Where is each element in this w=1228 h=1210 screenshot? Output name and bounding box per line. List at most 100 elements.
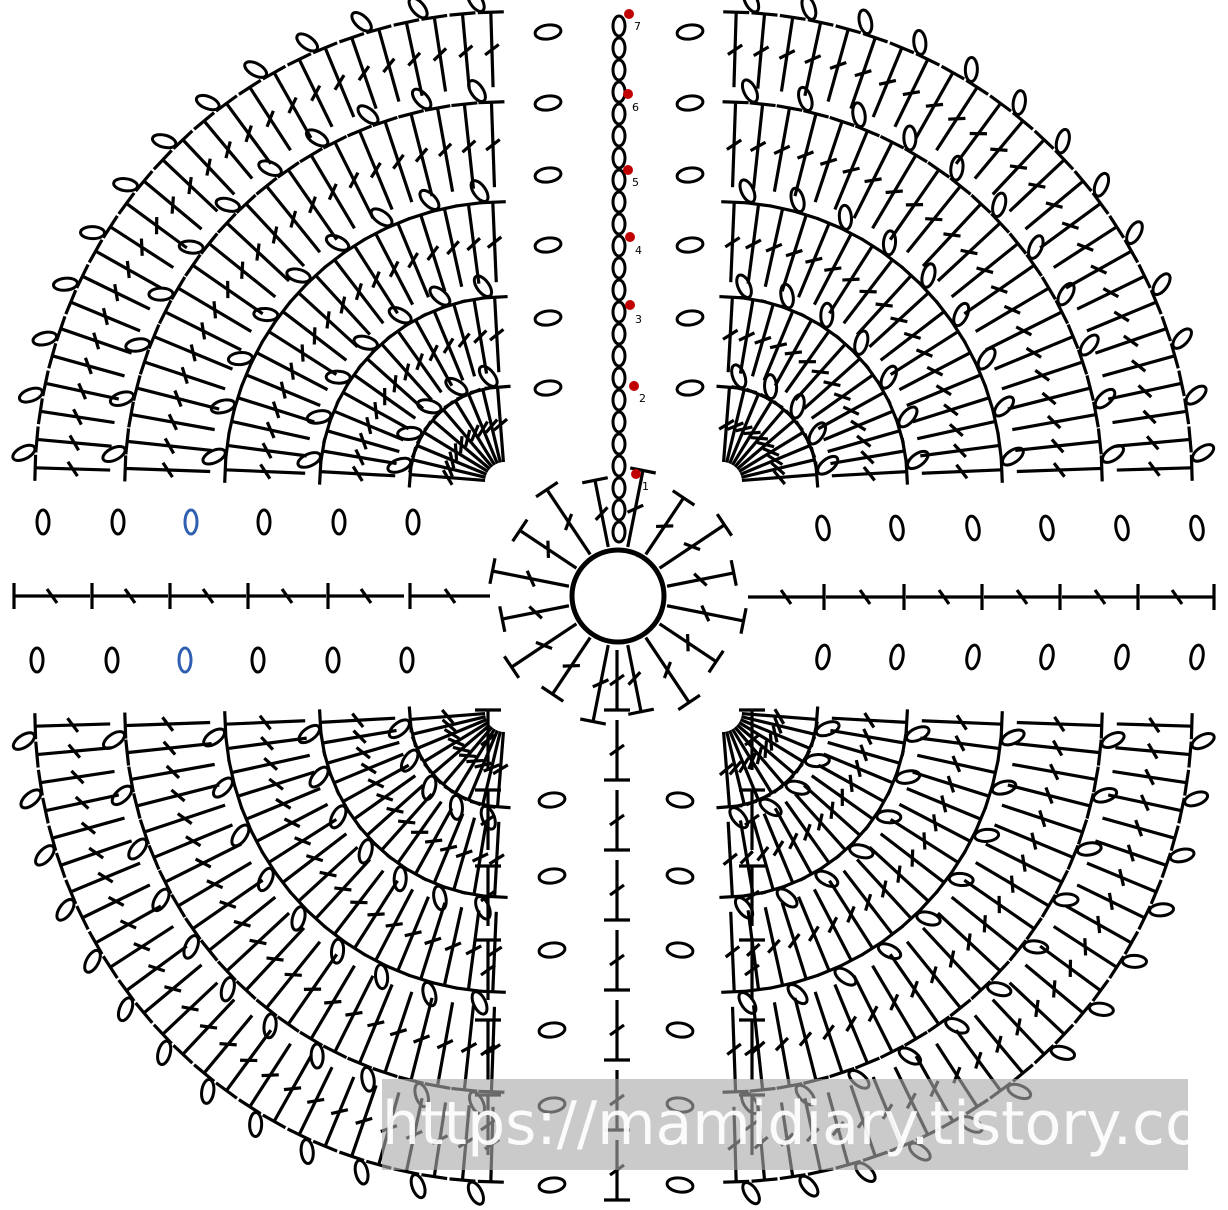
double-crochet-icon bbox=[871, 964, 928, 1047]
chain-stitch-icon bbox=[611, 498, 627, 522]
double-crochet-icon bbox=[479, 911, 506, 994]
chain-stitch-icon bbox=[611, 190, 627, 214]
double-crochet-icon bbox=[721, 200, 748, 283]
double-crochet-icon bbox=[842, 869, 904, 944]
chain-stitch-icon bbox=[876, 942, 903, 961]
double-crochet-icon bbox=[905, 940, 972, 1018]
chain-stitch-icon bbox=[200, 1078, 216, 1105]
chain-stitch-icon bbox=[248, 1110, 264, 1138]
chain-stitch-icon bbox=[177, 646, 193, 674]
double-crochet-icon bbox=[778, 13, 806, 92]
double-crochet-icon bbox=[1115, 426, 1193, 453]
chain-stitch-icon bbox=[537, 791, 567, 809]
double-crochet-icon bbox=[974, 861, 1057, 918]
round-marker-7: 7 bbox=[624, 9, 641, 33]
double-crochet-icon bbox=[216, 212, 291, 283]
double-crochet-icon bbox=[1015, 739, 1103, 766]
double-crochet-icon bbox=[260, 319, 338, 376]
round-number: 1 bbox=[642, 480, 649, 493]
chain-stitch-icon bbox=[611, 14, 627, 38]
double-crochet-icon bbox=[235, 193, 306, 268]
double-crochet-icon bbox=[868, 282, 939, 349]
double-crochet-icon bbox=[117, 192, 188, 250]
chain-stitch-icon bbox=[611, 454, 627, 478]
double-crochet-icon bbox=[193, 111, 254, 180]
double-crochet-icon bbox=[477, 10, 504, 88]
chain-stitch-icon bbox=[675, 309, 705, 327]
chain-stitch-icon bbox=[409, 1173, 427, 1200]
double-crochet-icon bbox=[1015, 428, 1103, 455]
double-crochet-icon bbox=[921, 926, 992, 1001]
chain-stitch-icon bbox=[611, 256, 627, 280]
double-crochet-icon bbox=[581, 476, 610, 548]
chain-stitch-icon bbox=[742, 0, 761, 14]
chain-stitch-icon bbox=[665, 941, 695, 959]
chain-stitch-icon bbox=[399, 748, 420, 773]
chain-stitch-icon bbox=[1189, 514, 1205, 542]
double-crochet-icon bbox=[318, 728, 397, 757]
chain-stitch-icon bbox=[374, 963, 390, 991]
double-crochet-icon bbox=[346, 983, 394, 1070]
chain-stitch-icon bbox=[474, 895, 492, 921]
chain-stitch-icon bbox=[477, 364, 499, 388]
chain-stitch-icon bbox=[611, 36, 627, 60]
chain-stitch-icon bbox=[1022, 939, 1050, 955]
double-crochet-icon bbox=[658, 513, 733, 570]
double-crochet-icon bbox=[184, 878, 264, 941]
double-crochet-icon bbox=[780, 902, 820, 985]
double-crochet-icon bbox=[223, 711, 306, 738]
double-crochet-icon bbox=[936, 911, 1011, 982]
chain-stitch-icon bbox=[665, 791, 695, 809]
watermark-text: https://mamidiary.tistory.com bbox=[382, 1089, 1228, 1159]
double-crochet-icon bbox=[34, 741, 112, 768]
double-crochet-icon bbox=[262, 1055, 313, 1130]
double-crochet-icon bbox=[1116, 713, 1194, 740]
round-marker-3: 3 bbox=[625, 300, 642, 326]
chain-stitch-icon bbox=[665, 1021, 695, 1039]
chain-stitch-icon bbox=[428, 285, 452, 307]
chain-stitch-icon bbox=[533, 166, 563, 184]
chain-stitch-icon bbox=[815, 514, 831, 542]
double-crochet-icon bbox=[227, 408, 311, 441]
double-crochet-icon bbox=[914, 64, 965, 139]
double-crochet-icon bbox=[1112, 768, 1191, 796]
chain-stitch-icon bbox=[250, 646, 266, 674]
double-crochet-icon bbox=[398, 109, 434, 197]
chain-stitch-icon bbox=[116, 996, 135, 1023]
round-start-marker-icon bbox=[625, 300, 635, 310]
double-crochet-icon bbox=[460, 820, 489, 899]
double-crochet-icon bbox=[152, 149, 219, 213]
double-crochet-icon bbox=[1007, 783, 1095, 819]
double-crochet-icon bbox=[719, 821, 746, 900]
round-start-marker-icon bbox=[623, 89, 633, 99]
double-crochet-icon bbox=[87, 239, 162, 290]
double-crochet-icon bbox=[199, 895, 277, 962]
chain-stitch-icon bbox=[11, 731, 36, 751]
chain-stitch-icon bbox=[331, 508, 347, 536]
double-crochet-icon bbox=[481, 294, 508, 373]
chain-stitch-icon bbox=[611, 102, 627, 126]
double-crochet-icon bbox=[751, 11, 778, 89]
double-crochet-icon bbox=[1115, 741, 1193, 768]
chain-stitch-icon bbox=[915, 910, 942, 927]
round-marker-1: 1 bbox=[631, 469, 649, 493]
double-crochet-icon bbox=[963, 878, 1043, 941]
chain-stitch-icon bbox=[816, 454, 840, 476]
round-marker-6: 6 bbox=[623, 89, 639, 114]
double-crochet-icon bbox=[273, 832, 348, 894]
double-crochet-icon bbox=[604, 1000, 630, 1062]
double-crochet-icon bbox=[431, 906, 464, 990]
chain-stitch-icon bbox=[533, 94, 563, 112]
chain-stitch-icon bbox=[853, 329, 870, 356]
double-crochet-icon bbox=[451, 101, 478, 189]
double-crochet-icon bbox=[993, 323, 1080, 371]
double-crochet-icon bbox=[503, 622, 578, 679]
chain-stitch-icon bbox=[730, 363, 748, 390]
chain-stitch-icon bbox=[194, 93, 221, 112]
double-crochet-icon bbox=[879, 832, 954, 894]
double-crochet-icon bbox=[1007, 375, 1095, 411]
chain-stitch-icon bbox=[611, 410, 627, 434]
round-number: 5 bbox=[632, 176, 639, 189]
double-crochet-icon bbox=[299, 147, 356, 230]
double-crochet-icon bbox=[879, 300, 954, 362]
